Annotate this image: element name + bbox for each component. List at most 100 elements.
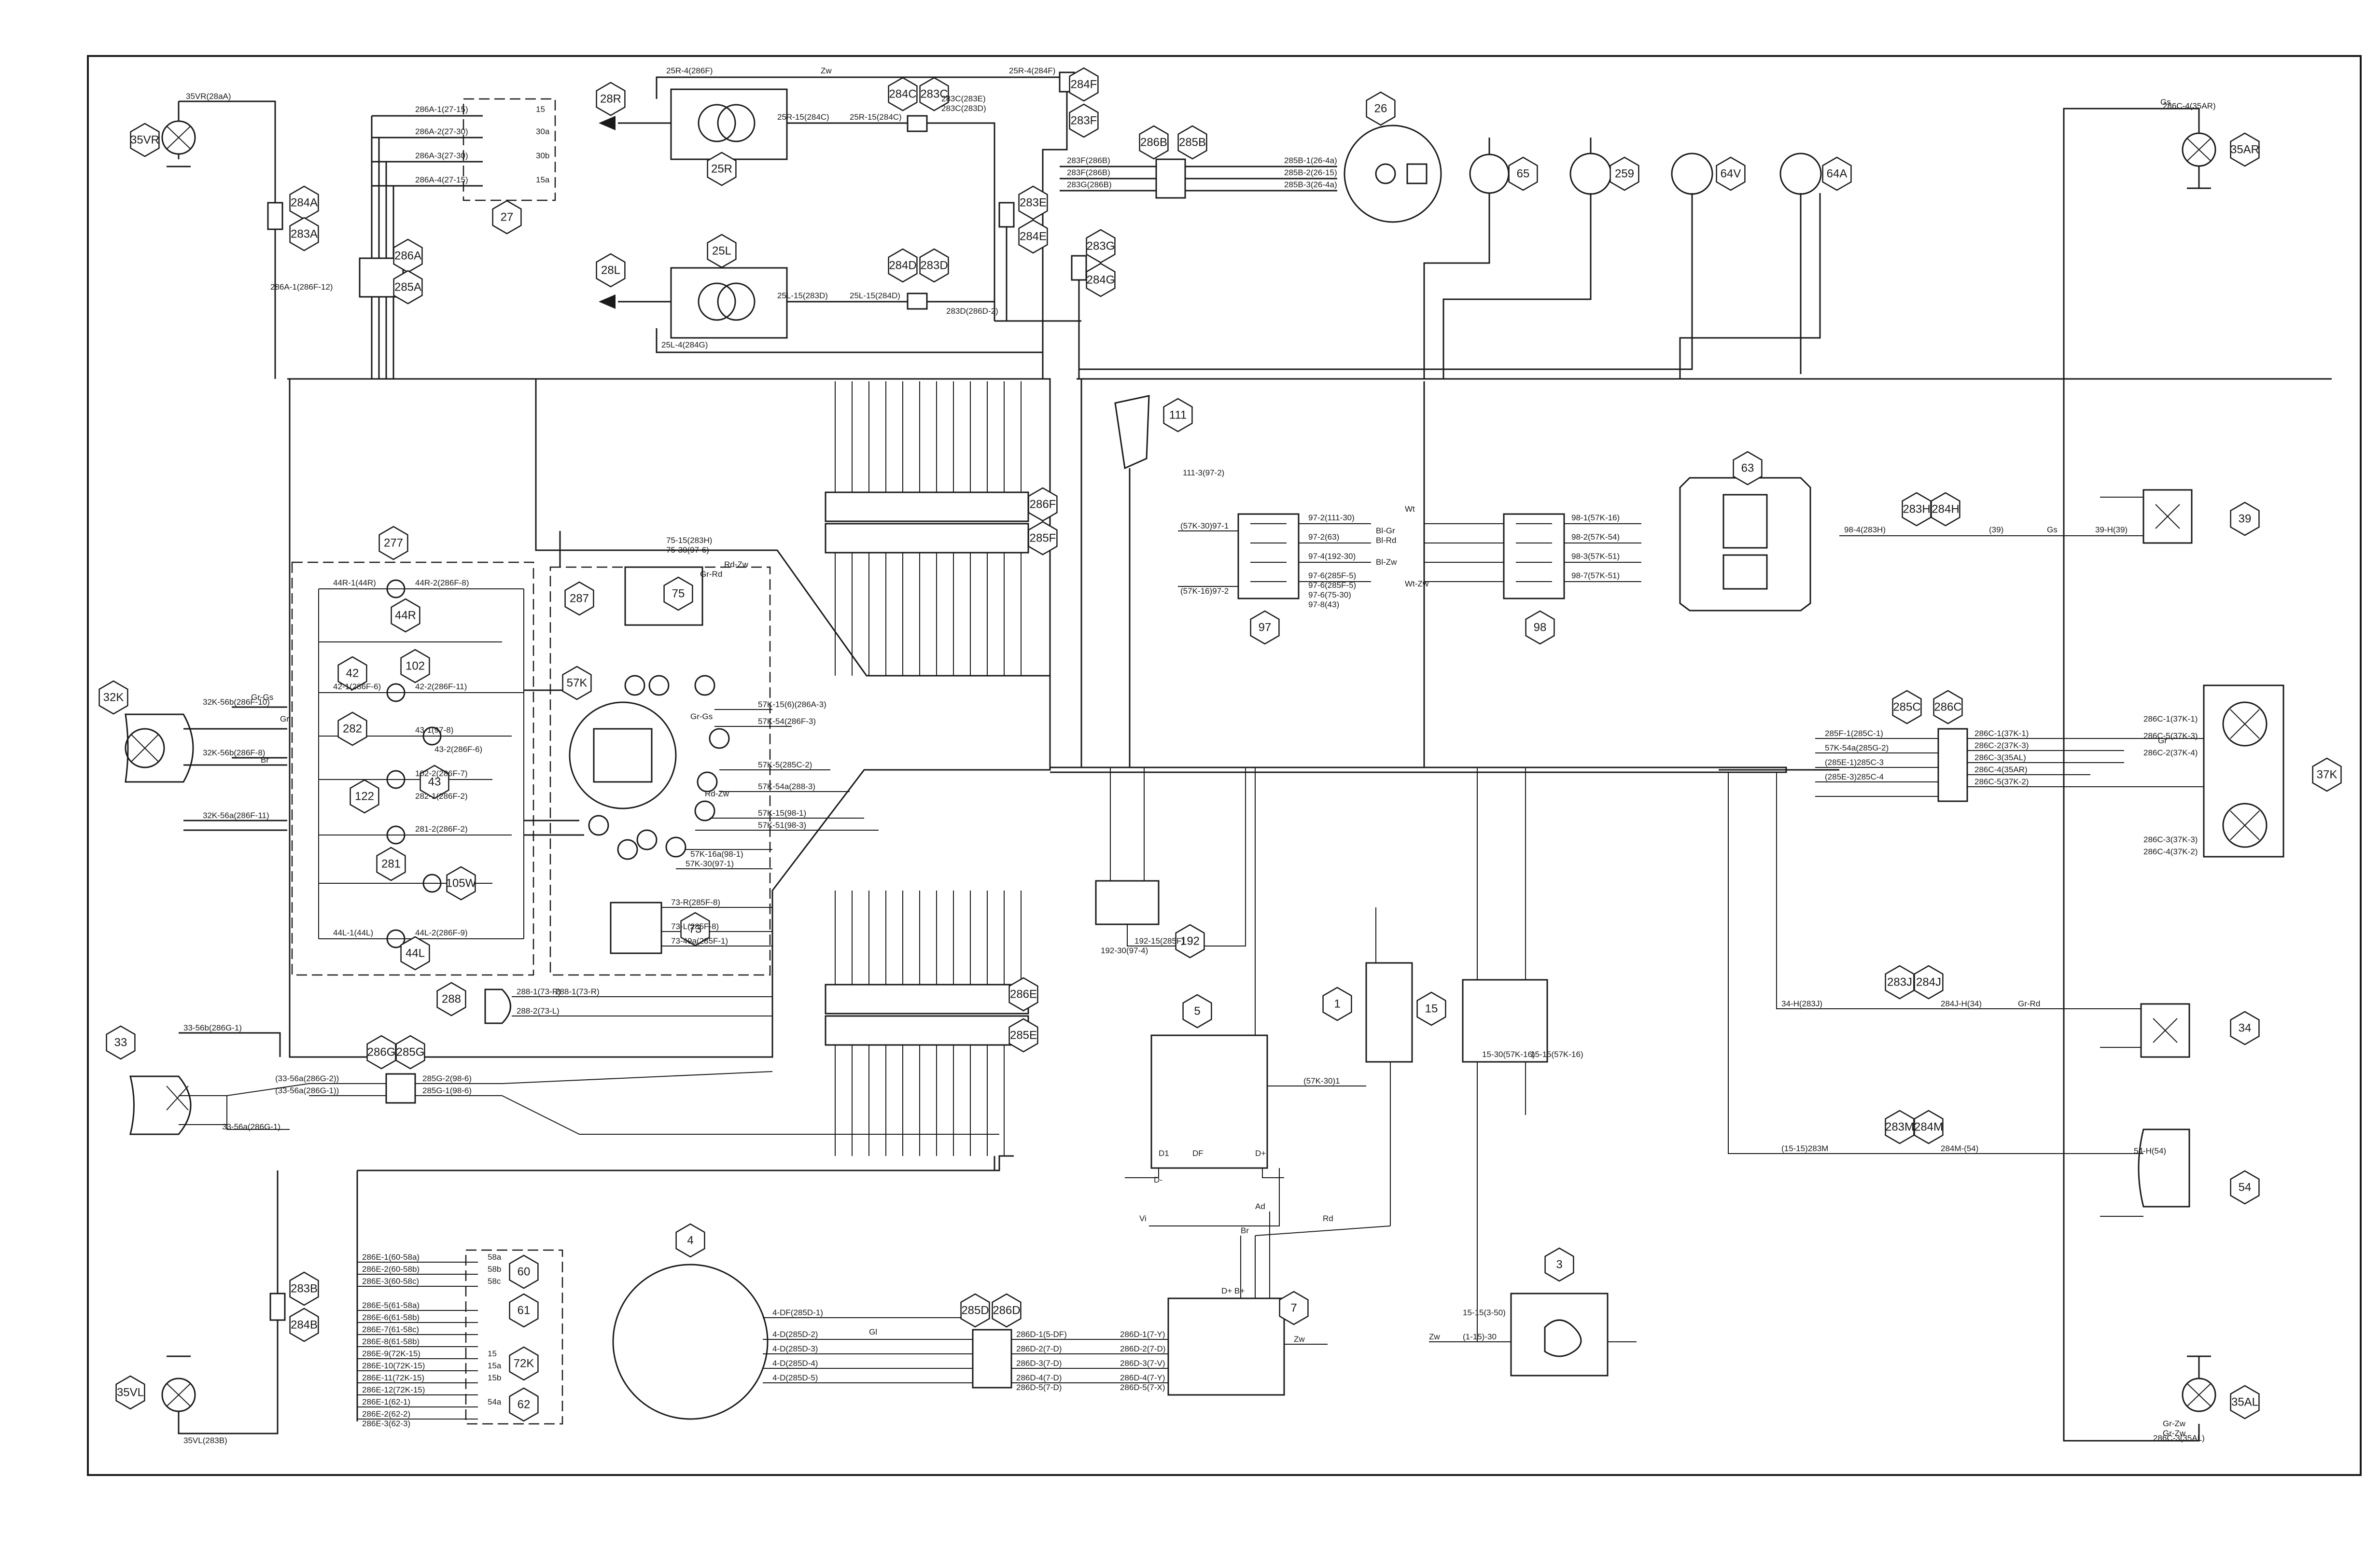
component-tag-label: 283F (1071, 114, 1097, 127)
component-tag-25r: 25R (707, 152, 737, 186)
wire-label: 111-3(97-2) (1183, 468, 1224, 477)
wire-label: 98-1(57K-16) (1571, 513, 1620, 522)
wire-label: 73-L(285F-8) (671, 922, 719, 931)
component-tag-label: 3 (1556, 1258, 1562, 1271)
wire-label: 35VR(28aA) (186, 92, 231, 101)
wire-label: 4-D(285D-5) (772, 1373, 818, 1382)
wire-label: 25L-15(283D) (777, 291, 828, 300)
component-tag-label: 32K (103, 691, 124, 704)
wire-label: (1-15)-30 (1463, 1332, 1497, 1341)
wire-label: 44R-1(44R) (333, 578, 376, 587)
component-tag-37k: 37K (2312, 757, 2342, 792)
component-tag-284h: 284H (1931, 492, 1960, 527)
wire-label: Wt-Zw (1405, 579, 1429, 588)
wire-label: 57K-5(285C-2) (758, 760, 812, 769)
component-tag-label: 285G (396, 1045, 425, 1058)
component-tag-27: 27 (492, 200, 522, 235)
wire-label: 15 (488, 1349, 497, 1358)
component-tag-label: 277 (384, 536, 403, 549)
component-tag-286e: 286E (1008, 977, 1038, 1012)
wire-label: 97-8(43) (1308, 600, 1339, 609)
wire-label: 97-2(63) (1308, 532, 1339, 542)
component-tag-75: 75 (663, 576, 693, 611)
component-tag-25l: 25L (707, 234, 737, 268)
component-tag-label: 105W (446, 877, 476, 890)
wire-label: Gr (2158, 736, 2167, 745)
component-tag-label: 57K (567, 676, 588, 689)
wire-label: 288-1(73-R) (555, 987, 600, 996)
component-tag-277: 277 (378, 526, 408, 560)
wire-label: 57K-54a(288-3) (758, 782, 815, 791)
wire-label: 286E-1(62-1) (362, 1397, 410, 1406)
wire-label: 102-2(286F-7) (415, 769, 468, 778)
component-tag-label: 287 (570, 592, 589, 605)
wire-label: 4-D(285D-4) (772, 1359, 818, 1368)
component-tag-35vr: 35VR (130, 123, 160, 157)
component-tag-15: 15 (1416, 991, 1446, 1026)
switch-57K-area (484, 531, 879, 1024)
component-tag-label: 286A (394, 249, 421, 262)
wire-label: 286C-5(37K-3) (2143, 731, 2198, 740)
component-tag-42: 42 (337, 656, 367, 691)
wire-label: (33-56a(286G-2)) (275, 1074, 339, 1083)
wire-label: 58b (488, 1265, 501, 1274)
wire-label: 286C-1(37K-1) (1974, 729, 2029, 738)
wire-label: 285G-1(98-6) (422, 1086, 472, 1095)
component-tag-282: 282 (337, 711, 367, 746)
component-tag-286a: 286A (393, 238, 423, 273)
component-tag-281: 281 (376, 847, 406, 881)
wire-label: 283D(286D-2) (946, 306, 998, 316)
wire-label: 25R-15(284C) (850, 112, 902, 122)
component-tag-28l: 28L (596, 253, 626, 288)
wire-label: Zw (821, 66, 832, 75)
wire-label: 15 (536, 105, 545, 114)
wire-label: 283F(286B) (1067, 168, 1110, 177)
component-tag-32k: 32K (98, 680, 128, 715)
component-tag-label: 34 (2239, 1021, 2252, 1034)
component-tag-label: 63 (1741, 461, 1754, 474)
component-tag-283g: 283G (1086, 229, 1116, 264)
wire-label: 286D-3(7-V) (1120, 1359, 1165, 1368)
wire-label: 54-H(54) (2134, 1146, 2166, 1155)
wire-label: Gr-Rd (700, 570, 722, 579)
component-tag-105w: 105W (446, 866, 476, 901)
wire-label: 286C-2(37K-4) (2143, 748, 2198, 757)
wire-label: 15-30(57K-16) (1482, 1050, 1535, 1059)
component-tag-34: 34 (2230, 1011, 2260, 1045)
component-tag-283c: 283C (919, 77, 949, 111)
wire-label: 288-2(73-L) (517, 1006, 560, 1016)
component-tag-label: 25R (711, 162, 732, 175)
component-tag-3: 3 (1544, 1247, 1574, 1282)
wire-label: 286E-3(62-3) (362, 1419, 410, 1428)
wire-label: 32K-56b(286F-8) (203, 748, 265, 757)
component-tag-label: 98 (1534, 621, 1547, 634)
wire-label: 285B-3(26-4a) (1284, 180, 1337, 189)
component-tag-label: 61 (518, 1304, 531, 1317)
wire-label: Rd-Zw (705, 789, 729, 798)
panel-277 (125, 561, 584, 976)
component-tag-284c: 284C (888, 77, 918, 111)
component-tag-label: 102 (406, 659, 425, 672)
wire-label: 283C(283D) (941, 104, 986, 113)
component-tag-label: 44L (406, 947, 425, 960)
wire-label: 32K-56b(286F-10) (203, 697, 270, 707)
component-tag-286c: 286C (1933, 690, 1963, 724)
wire-label: Gs (2160, 97, 2171, 107)
component-tag-283h: 283H (1902, 492, 1932, 527)
wire-label: 192-15(285F) (1134, 936, 1184, 946)
component-tag-label: 286C (1934, 700, 1961, 713)
wire-label: 286C-1(37K-1) (2143, 714, 2198, 724)
wire-label: (15-15)283M (1781, 1144, 1828, 1153)
component-tag-65: 65 (1508, 156, 1538, 191)
wire-label: Vi (1139, 1214, 1147, 1223)
component-tag-60: 60 (509, 1254, 539, 1289)
wire-label: 98-3(57K-51) (1571, 552, 1620, 561)
wire-label: Gr-Gs (690, 712, 713, 721)
wire-label: 286D-4(7-Y) (1120, 1373, 1165, 1382)
component-tag-label: 33 (114, 1036, 127, 1049)
wire-label: 285G-2(98-6) (422, 1074, 472, 1083)
component-tag-label: 283D (920, 259, 948, 272)
component-tag-26: 26 (1366, 91, 1396, 126)
wire-label: (285E-3)285C-4 (1825, 772, 1884, 781)
